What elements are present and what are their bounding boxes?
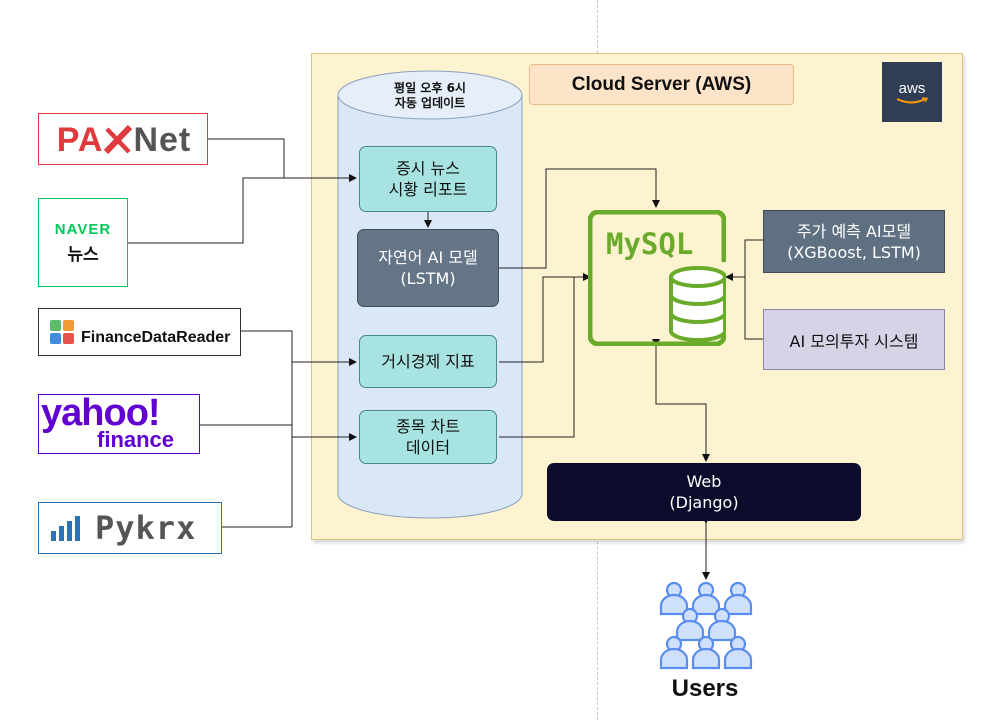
schedule-line-2: 자동 업데이트 xyxy=(394,96,466,110)
schedule-line-1: 평일 오후 6시 xyxy=(394,81,466,95)
web-django-node: Web (Django) xyxy=(547,463,861,521)
mysql-label: MySQL xyxy=(606,227,694,261)
stock-chart-data-node: 종목 차트 데이터 xyxy=(359,410,497,464)
predict-node-line-1: 주가 예측 AI모델 xyxy=(796,221,912,241)
news-node-line-1: 증시 뉴스 xyxy=(396,159,460,178)
finance-data-reader-logo: FinanceDataReader xyxy=(38,308,241,356)
ai-mock-investment-node: AI 모의투자 시스템 xyxy=(763,309,945,370)
pykrx-text: Pykrx xyxy=(95,509,197,547)
paxnet-x-mark-icon xyxy=(104,124,133,155)
nlp-node-line-2: (LSTM) xyxy=(400,269,456,288)
chart-node-line-1: 종목 차트 xyxy=(396,417,460,436)
naver-news-text: 뉴스 xyxy=(67,244,99,265)
macro-node-label: 거시경제 지표 xyxy=(381,352,475,371)
stock-prediction-model-node: 주가 예측 AI모델 (XGBoost, LSTM) xyxy=(763,210,945,273)
aws-badge-text: aws xyxy=(898,79,926,97)
aws-smile-icon xyxy=(896,96,929,103)
fdr-text: FinanceDataReader xyxy=(81,329,231,346)
users-label: Users xyxy=(671,675,739,702)
predict-node-line-2: (XGBoost, LSTM) xyxy=(787,242,921,262)
paxnet-text-pa: PA xyxy=(56,120,104,159)
cloud-server-title: Cloud Server (AWS) xyxy=(529,64,794,105)
mysql-database-icon xyxy=(588,210,726,346)
yahoo-finance-text: finance xyxy=(97,427,175,452)
paxnet-text-net: Net xyxy=(133,120,192,159)
paxnet-logo: PA Net xyxy=(38,113,208,165)
aws-logo-icon: aws xyxy=(882,62,942,122)
nlp-model-node: 자연어 AI 모델 (LSTM) xyxy=(357,229,499,307)
web-line-2: (Django) xyxy=(669,493,739,512)
naver-news-logo: NAVER 뉴스 xyxy=(38,198,128,287)
pykrx-logo: Pykrx xyxy=(38,502,222,554)
news-report-node: 증시 뉴스 시황 리포트 xyxy=(359,146,497,212)
news-node-line-2: 시황 리포트 xyxy=(388,180,468,199)
pykrx-bars-icon xyxy=(51,516,80,541)
mock-investment-label: AI 모의투자 시스템 xyxy=(789,331,919,351)
nlp-node-line-1: 자연어 AI 모델 xyxy=(378,248,478,267)
yahoo-text: yahoo! xyxy=(41,392,161,434)
yahoo-finance-logo: yahoo! finance xyxy=(38,392,200,454)
macro-indicator-node: 거시경제 지표 xyxy=(359,335,497,388)
users-group-icon xyxy=(659,581,753,670)
naver-brand-text: NAVER xyxy=(54,220,112,238)
fdr-leaf-icon xyxy=(50,320,74,344)
chart-node-line-2: 데이터 xyxy=(405,438,451,457)
schedule-label: 평일 오후 6시 자동 업데이트 xyxy=(345,78,515,114)
web-line-1: Web xyxy=(686,472,722,491)
